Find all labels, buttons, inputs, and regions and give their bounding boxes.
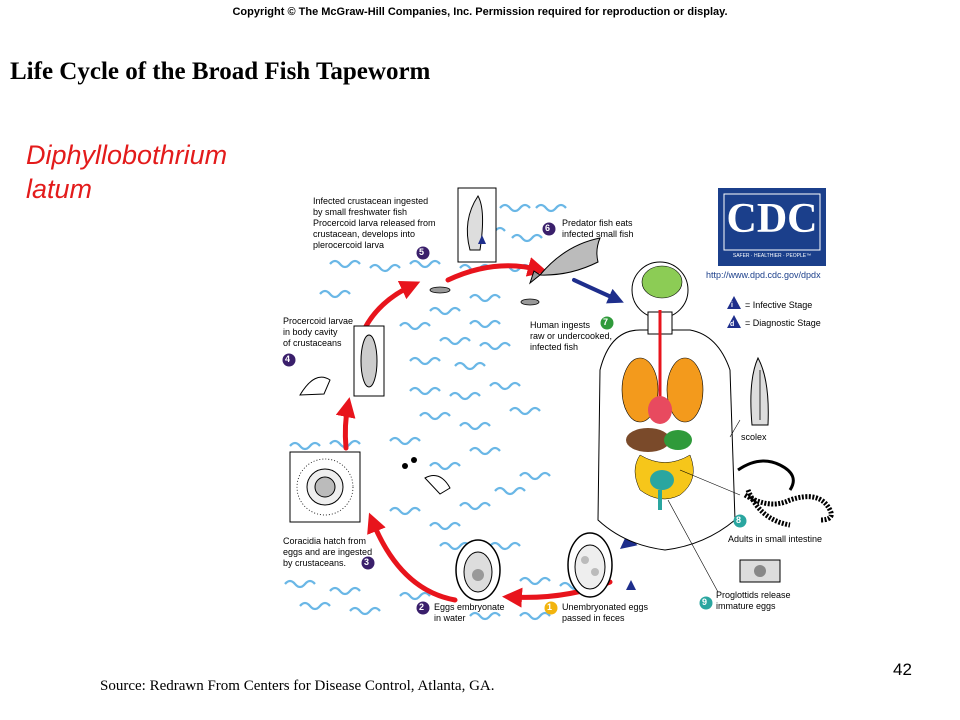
stage-8-label: Adults in small intestine xyxy=(728,534,823,544)
leader-lines xyxy=(667,469,741,593)
slide-title: Life Cycle of the Broad Fish Tapeworm xyxy=(10,58,431,85)
badge-9: 9 xyxy=(702,597,708,607)
stage-4-line-3: of crustaceans xyxy=(283,338,342,348)
badge-1: 1 xyxy=(547,602,553,612)
legend-infective-label: = Infective Stage xyxy=(745,300,813,310)
stage-7-line-3: infected fish xyxy=(530,342,579,352)
stage-4-line-1: Procercoid larvae xyxy=(283,316,354,326)
stage-7-line-1: Human ingests xyxy=(530,320,591,330)
stage-6-label: Predator fish eats infected small fish xyxy=(562,218,634,240)
stage-3-line-1: Coracidia hatch from xyxy=(283,536,367,546)
stage-5-line-4: crustacean, develops into xyxy=(313,229,416,239)
badge-6: 6 xyxy=(545,223,551,233)
stage-5-line-3: Procercoid larva released from xyxy=(313,218,436,228)
stage-5-line-5: plerocercoid larva xyxy=(313,240,385,250)
stage-1-line-2: passed in feces xyxy=(562,613,625,623)
stage-3-line-2: eggs and are ingested xyxy=(283,547,373,557)
adult-tapeworm-illustration xyxy=(737,459,834,528)
cdc-tagline: SAFER · HEALTHIER · PEOPLE™ xyxy=(732,253,812,259)
stage-9-label: Proglottids release immature eggs xyxy=(716,590,791,612)
legend-marks xyxy=(727,296,741,328)
cdc-logo-text: CDC xyxy=(726,196,818,242)
stage-badges xyxy=(282,222,747,615)
stage2-embryonated-egg xyxy=(455,539,501,601)
species-line-1: Diphyllobothrium xyxy=(26,140,228,170)
stage-1-label: Unembryonated eggs passed in feces xyxy=(562,602,648,624)
badge-5: 5 xyxy=(419,247,425,257)
badge-8: 8 xyxy=(736,515,742,525)
legend-diagnostic-label: = Diagnostic Stage xyxy=(745,318,821,328)
stage-9-line-1: Proglottids release xyxy=(716,590,791,600)
stage-2-line-1: Eggs embryonate xyxy=(434,602,505,612)
stage-5-line-2: by small freshwater fish xyxy=(313,207,408,217)
badge-3: 3 xyxy=(364,557,370,567)
human-body-figure xyxy=(597,261,736,551)
stage-5-line-1: Infected crustacean ingested xyxy=(313,196,429,206)
stage-9-line-2: immature eggs xyxy=(716,601,776,611)
small-fish-icon xyxy=(429,286,540,306)
legend-diagnostic-mark: d xyxy=(730,321,735,328)
stage-2-line-2: in water xyxy=(434,613,466,623)
badge-7: 7 xyxy=(603,317,609,327)
stage-7-label: Human ingests raw or undercooked, infect… xyxy=(530,320,612,353)
badge-4: 4 xyxy=(285,354,291,364)
stage4-procercoid-box xyxy=(299,325,385,397)
predator-fish-icon xyxy=(528,237,601,285)
page-number: 42 xyxy=(893,660,912,679)
legend-infective-mark: i xyxy=(731,302,733,309)
species-name: Diphyllobothrium latum xyxy=(26,138,227,206)
stage-4-label: Procercoid larvae in body cavity of crus… xyxy=(283,316,353,349)
stage5-plerocercoid-box xyxy=(457,187,497,263)
cdc-logo xyxy=(718,188,826,266)
stage3-coracidium-box xyxy=(289,451,361,523)
scolex-label: scolex xyxy=(741,432,767,442)
species-line-2: latum xyxy=(26,174,93,204)
stage-3-label: Coracidia hatch from eggs and are ingest… xyxy=(283,536,372,569)
source-citation: Source: Redrawn From Centers for Disease… xyxy=(100,678,495,694)
stage-2-label: Eggs embryonate in water xyxy=(434,602,505,624)
stage-6-line-2: infected small fish xyxy=(562,229,634,239)
stage1-unembryonated-egg xyxy=(567,532,636,598)
stage-7-line-2: raw or undercooked, xyxy=(530,331,613,341)
coracidia-crustacean-icon xyxy=(402,457,451,495)
stage-3-line-3: by crustaceans. xyxy=(283,558,347,568)
stage-6-line-1: Predator fish eats xyxy=(562,218,633,228)
stage-5-label: Infected crustacean ingested by small fr… xyxy=(313,196,436,251)
stage-4-line-2: in body cavity xyxy=(283,327,338,337)
cdc-url: http://www.dpd.cdc.gov/dpdx xyxy=(706,270,821,280)
badge-2: 2 xyxy=(419,602,425,612)
stage-1-line-1: Unembryonated eggs xyxy=(562,602,649,612)
proglottid-illustration xyxy=(739,559,781,583)
scolex-illustration xyxy=(729,356,769,438)
copyright-notice: Copyright © The McGraw-Hill Companies, I… xyxy=(232,6,728,18)
